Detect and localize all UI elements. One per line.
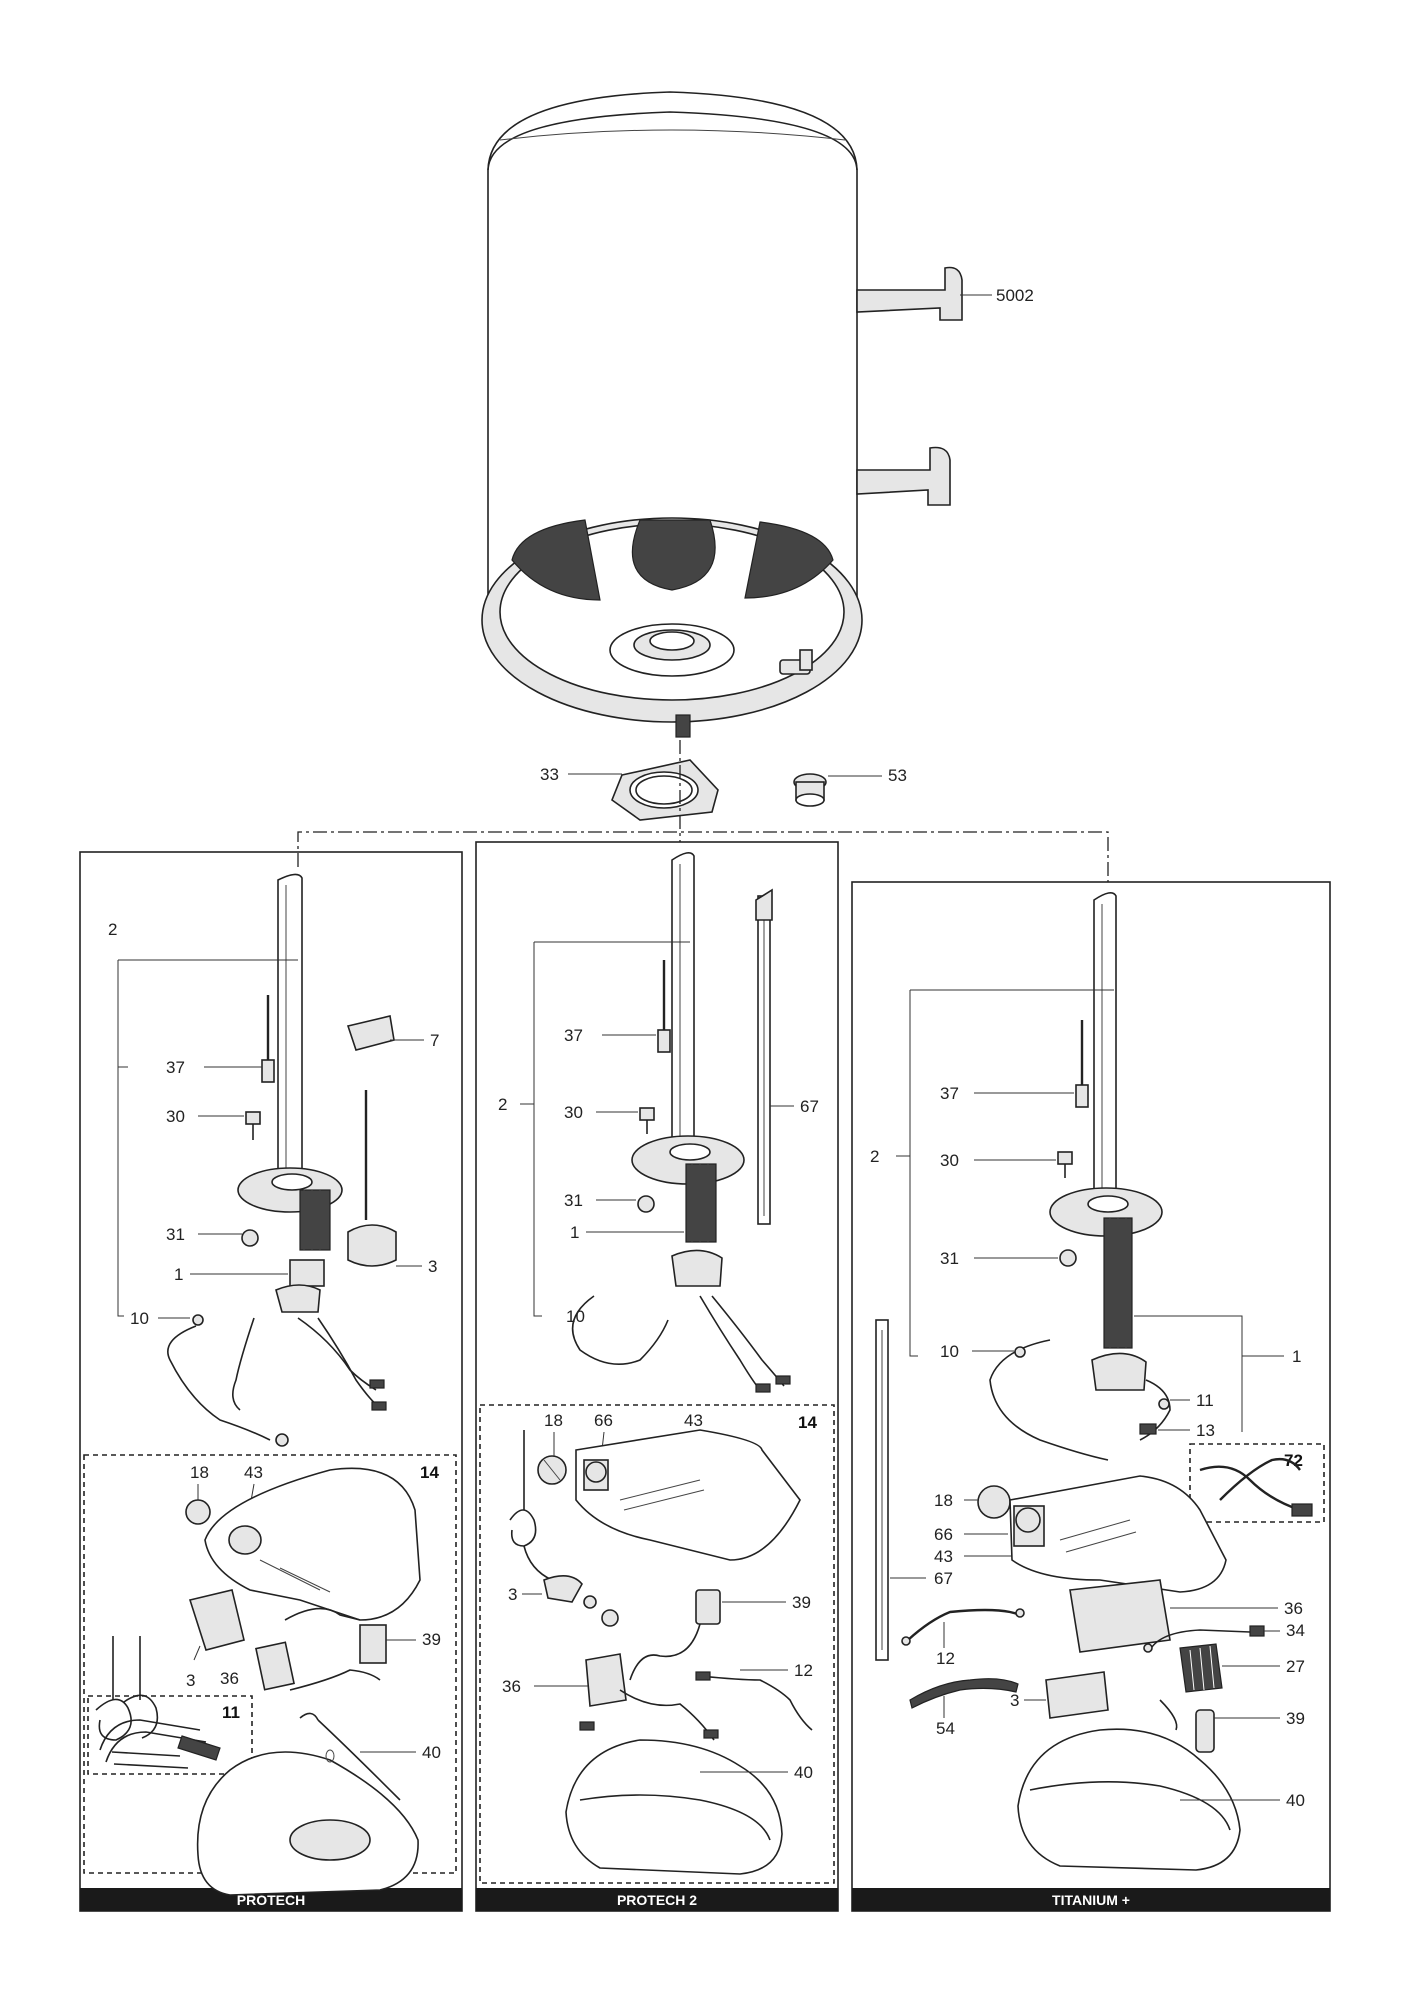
label-p3-12: 12: [936, 1649, 955, 1668]
label-p1-18: 18: [190, 1463, 209, 1482]
label-p3-13: 13: [1196, 1421, 1215, 1440]
panel-title-titanium: TITANIUM +: [1052, 1892, 1130, 1908]
label-p3-40: 40: [1286, 1791, 1305, 1810]
label-p3-67: 67: [934, 1569, 953, 1588]
label-p1-10: 10: [130, 1309, 149, 1328]
gasket: [611, 759, 719, 821]
label-p3-66: 66: [934, 1525, 953, 1544]
label-p1-2: 2: [108, 920, 117, 939]
label-p2-3: 3: [508, 1585, 517, 1604]
label-5002: 5002: [996, 286, 1034, 305]
label-p1-1: 1: [174, 1265, 183, 1284]
label-p2-37: 37: [564, 1026, 583, 1045]
label-p2-36: 36: [502, 1677, 521, 1696]
label-p3-18: 18: [934, 1491, 953, 1510]
label-p2-14: 14: [798, 1413, 817, 1432]
panel-title-protech-2: PROTECH 2: [617, 1892, 697, 1908]
label-p2-66: 66: [594, 1411, 613, 1430]
label-p3-43: 43: [934, 1547, 953, 1566]
label-p2-10: 10: [566, 1307, 585, 1326]
label-p1-11: 11: [222, 1703, 240, 1722]
label-p2-12: 12: [794, 1661, 813, 1680]
label-p2-1: 1: [570, 1223, 579, 1242]
panel-title-protech: PROTECH: [237, 1892, 305, 1908]
label-p1-36: 36: [220, 1669, 239, 1688]
panel-protech-2: PROTECH 2 2 37 30 67 31 1: [475, 841, 839, 1912]
label-p3-2: 2: [870, 1147, 879, 1166]
label-p1-7: 7: [430, 1031, 439, 1050]
label-p3-11: 11: [1196, 1391, 1214, 1410]
label-p2-18: 18: [544, 1411, 563, 1430]
nut: [793, 773, 827, 807]
label-p3-27: 27: [1286, 1657, 1305, 1676]
label-p3-3: 3: [1010, 1691, 1019, 1710]
label-p1-30: 30: [166, 1107, 185, 1126]
panel-protech: PROTECH 2 37: [79, 851, 463, 1912]
label-p3-31: 31: [940, 1249, 959, 1268]
label-p2-30: 30: [564, 1103, 583, 1122]
panel-titanium: TITANIUM + 2 37 30 31 10 1 11 13: [851, 881, 1331, 1912]
water-tank: [481, 91, 863, 738]
label-p1-3b: 3: [186, 1671, 195, 1690]
label-p1-37: 37: [166, 1058, 185, 1077]
label-p1-43: 43: [244, 1463, 263, 1482]
assembly-axis: [297, 740, 1109, 882]
wall-bracket: [856, 266, 963, 506]
label-p1-31: 31: [166, 1225, 185, 1244]
label-p2-67: 67: [800, 1097, 819, 1116]
label-33: 33: [540, 765, 559, 784]
label-p1-3: 3: [428, 1257, 437, 1276]
label-p2-2: 2: [498, 1095, 507, 1114]
label-p3-39: 39: [1286, 1709, 1305, 1728]
label-p3-72: 72: [1284, 1451, 1303, 1470]
label-p2-31: 31: [564, 1191, 583, 1210]
label-p1-39: 39: [422, 1630, 441, 1649]
label-p3-36: 36: [1284, 1599, 1303, 1618]
label-p3-30: 30: [940, 1151, 959, 1170]
label-p3-10: 10: [940, 1342, 959, 1361]
label-p2-43: 43: [684, 1411, 703, 1430]
label-p3-1: 1: [1292, 1347, 1301, 1366]
label-p3-34: 34: [1286, 1621, 1305, 1640]
label-p1-40: 40: [422, 1743, 441, 1762]
label-p2-40: 40: [794, 1763, 813, 1782]
label-p1-14: 14: [420, 1463, 439, 1482]
label-p2-39: 39: [792, 1593, 811, 1612]
label-p3-37: 37: [940, 1084, 959, 1103]
label-p3-54: 54: [936, 1719, 955, 1738]
label-53: 53: [888, 766, 907, 785]
